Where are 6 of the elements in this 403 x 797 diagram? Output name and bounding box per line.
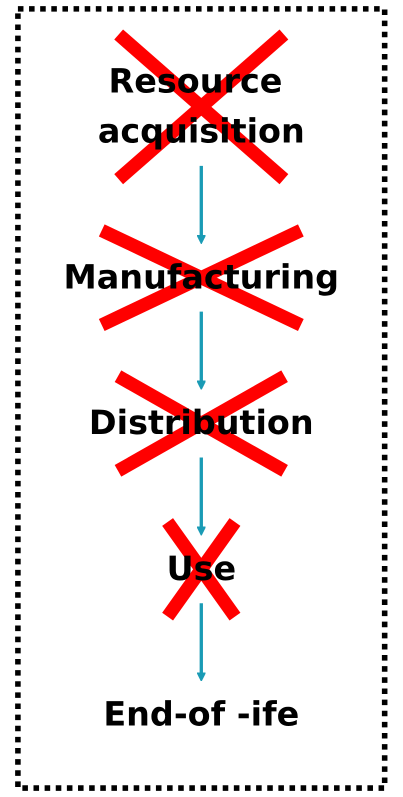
dotted-frame: [15, 6, 388, 791]
arrow: [196, 166, 206, 244]
arrow: [196, 312, 206, 390]
step-label: End-of -ife: [104, 696, 300, 735]
arrow: [196, 603, 206, 682]
arrow: [196, 458, 206, 536]
